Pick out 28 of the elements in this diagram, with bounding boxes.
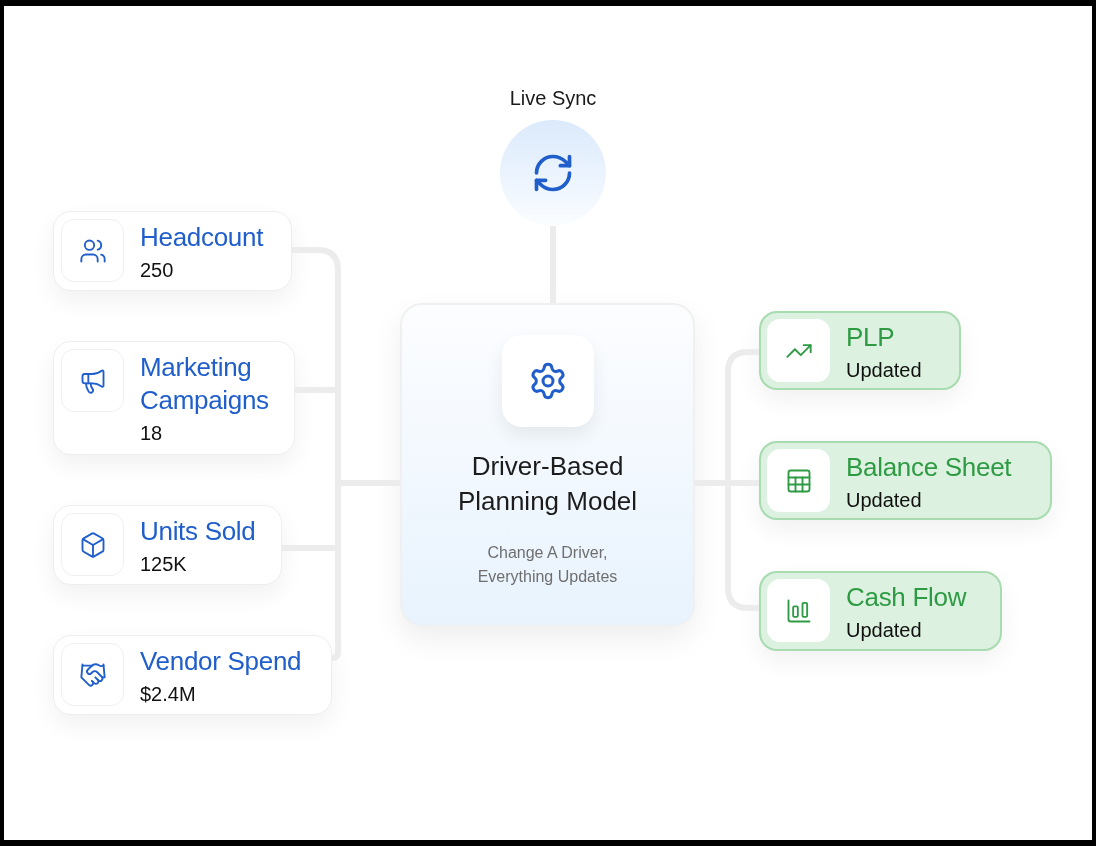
card-title: Marketing Campaigns xyxy=(140,351,270,417)
card-title: Units Sold xyxy=(140,515,256,548)
card-value: Updated xyxy=(846,358,922,383)
card-title: Cash Flow xyxy=(846,581,967,614)
card-title: Vendor Spend xyxy=(140,645,302,678)
driver-card xyxy=(53,341,295,455)
card-value: 18 xyxy=(140,421,164,446)
model-card xyxy=(400,303,695,627)
card-value: Updated xyxy=(846,488,923,513)
card-value: $2.4M xyxy=(140,682,197,707)
output-card xyxy=(759,441,1052,520)
output-card xyxy=(759,571,1002,651)
driver-card xyxy=(53,505,282,585)
connector-line xyxy=(725,483,759,611)
card-title: Balance Sheet xyxy=(846,451,1012,484)
connector-line xyxy=(731,480,759,486)
output-card xyxy=(759,311,961,390)
card-title: Driver-Based Planning Model xyxy=(456,450,639,518)
node-label: Live Sync xyxy=(509,86,597,111)
card-title: PLP xyxy=(846,321,896,354)
card-value: 250 xyxy=(140,258,175,283)
card-value: 125K xyxy=(140,552,188,577)
card-value: Updated xyxy=(846,618,923,643)
connector-line xyxy=(725,349,759,483)
card-title: Headcount xyxy=(140,221,264,254)
driver-card xyxy=(53,635,332,715)
card-subtitle: Change A Driver, Everything Updates xyxy=(476,543,619,587)
driver-card xyxy=(53,211,292,291)
